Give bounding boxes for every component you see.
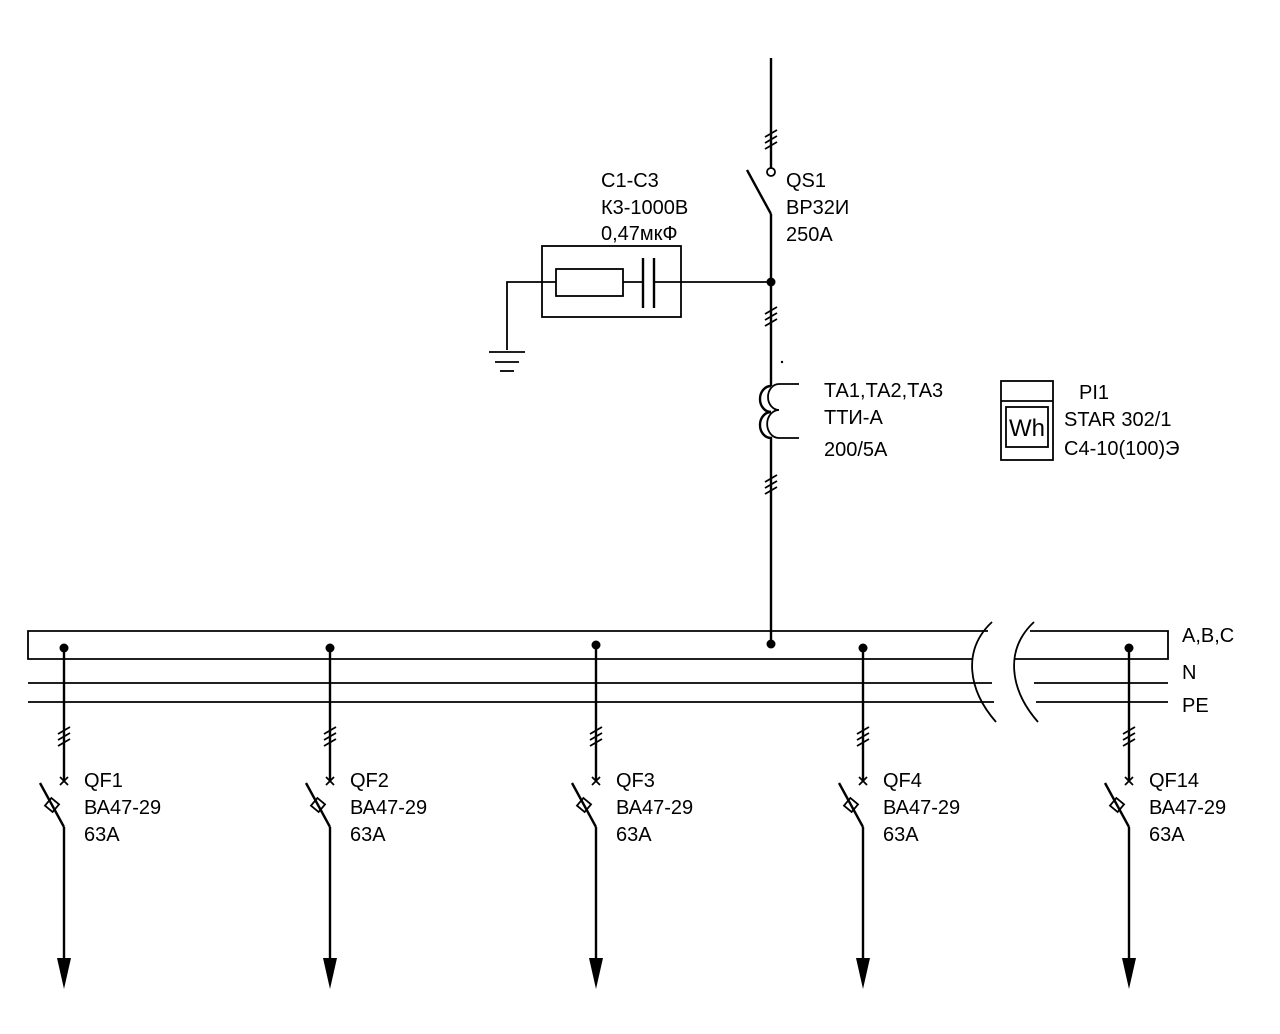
breaker-type: ВА47-29 (84, 797, 161, 819)
energy-meter: Wh PI1 STAR 302/1 С4-10(100)Э (1000, 380, 1180, 461)
ground-icon (489, 351, 525, 372)
junction-dot-icon (591, 640, 601, 650)
three-phase-mark-icon (589, 726, 603, 747)
breaker-blade-icon (570, 782, 598, 828)
junction-dot-icon (325, 643, 335, 653)
breaker-designation: QF2 (350, 770, 389, 792)
breaker-blade-icon (38, 782, 66, 828)
three-phase-mark-icon (764, 129, 778, 150)
meter-rating: С4-10(100)Э (1064, 438, 1180, 460)
three-phase-mark-icon (323, 726, 337, 747)
feeder-qf14: QF14 ВА47-29 63А (1103, 643, 1226, 989)
breaker-blade-icon (1103, 782, 1131, 828)
break-mark-icon (1013, 621, 1039, 723)
breaker-trip-icon (43, 796, 61, 814)
qs1-designation: QS1 (786, 170, 826, 192)
switch-terminal-icon (766, 167, 776, 177)
breaker-contact-icon (59, 776, 69, 786)
arrow-down-icon (323, 958, 337, 989)
meter-display (1005, 406, 1049, 448)
breaker-rating: 63А (616, 824, 652, 846)
break-mark-icon (971, 621, 997, 723)
arrow-down-icon (1122, 958, 1136, 989)
ct-ratio: 200/5А (824, 439, 888, 461)
phase-busbar-right (1015, 630, 1169, 660)
meter-type: STAR 302/1 (1064, 409, 1171, 431)
outgoing-feeders: QF1 ВА47-29 63А QF2 ВА47-29 63А (38, 640, 1226, 989)
breaker-rating: 63А (1149, 824, 1185, 846)
breaker-contact-icon (1124, 776, 1134, 786)
feeder-qf4: QF4 ВА47-29 63А (837, 643, 960, 989)
breaker-contact-icon (858, 776, 868, 786)
phase-bus-label: A,B,C (1182, 625, 1234, 647)
breaker-blade-icon (304, 782, 332, 828)
breaker-type: ВА47-29 (883, 797, 960, 819)
capacitor-type: К3-1000В (601, 197, 688, 219)
switch-blade-icon (745, 169, 773, 215)
arrow-down-icon (589, 958, 603, 989)
ct-designation: ТА1,ТА2,ТА3 (824, 380, 943, 402)
junction-dot-icon (1124, 643, 1134, 653)
breaker-blade-icon (837, 782, 865, 828)
phase-busbar-left (27, 630, 988, 660)
breaker-designation: QF4 (883, 770, 922, 792)
feeder-qf3: QF3 ВА47-29 63А (570, 640, 693, 989)
surge-capacitor-unit: С1-С3 К3-1000В 0,47мкФ (489, 170, 771, 372)
breaker-type: ВА47-29 (616, 797, 693, 819)
resistor-icon (555, 268, 624, 297)
three-phase-mark-icon (764, 306, 778, 327)
three-phase-mark-icon (57, 726, 71, 747)
breaker-designation: QF1 (84, 770, 123, 792)
junction-dot-icon (858, 643, 868, 653)
breaker-trip-icon (842, 796, 860, 814)
three-phase-mark-icon (764, 474, 778, 495)
ground-connection (506, 281, 556, 350)
breaker-trip-icon (575, 796, 593, 814)
breaker-rating: 63А (84, 824, 120, 846)
feeder-qf1: QF1 ВА47-29 63А (38, 643, 161, 989)
arrow-down-icon (856, 958, 870, 989)
breaker-type: ВА47-29 (1149, 797, 1226, 819)
junction-dot-icon (766, 639, 776, 649)
three-phase-mark-icon (1122, 726, 1136, 747)
breaker-trip-icon (1108, 796, 1126, 814)
breaker-contact-icon (591, 776, 601, 786)
breaker-rating: 63А (883, 824, 919, 846)
meter-designation: PI1 (1079, 382, 1109, 404)
ct-secondary-icon (766, 383, 799, 439)
breaker-type: ВА47-29 (350, 797, 427, 819)
junction-dot-icon (59, 643, 69, 653)
dot-mark-icon (780, 360, 784, 364)
main-switch: QS1 ВР32И 250А (745, 169, 849, 246)
three-phase-mark-icon (856, 726, 870, 747)
breaker-designation: QF14 (1149, 770, 1199, 792)
pe-bus-label: PE (1182, 695, 1209, 717)
capacitor-value: 0,47мкФ (601, 223, 678, 245)
capacitor-designation: С1-С3 (601, 170, 659, 192)
qs1-rating: 250А (786, 224, 833, 246)
current-transformers: ТА1,ТА2,ТА3 ТТИ-А 200/5А (758, 380, 943, 461)
feeder-qf2: QF2 ВА47-29 63А (304, 643, 427, 989)
breaker-contact-icon (325, 776, 335, 786)
meter-box (1000, 380, 1054, 461)
qs1-type: ВР32И (786, 197, 849, 219)
ct-coil-icon (758, 384, 773, 440)
ct-type: ТТИ-А (824, 407, 883, 429)
busbar-system: A,B,C N PE (27, 621, 1234, 723)
arrow-down-icon (57, 958, 71, 989)
wh-symbol: Wh (1009, 415, 1045, 442)
neutral-bus-label: N (1182, 662, 1196, 684)
incoming-feeder (764, 58, 778, 177)
breaker-designation: QF3 (616, 770, 655, 792)
breaker-trip-icon (309, 796, 327, 814)
breaker-rating: 63А (350, 824, 386, 846)
